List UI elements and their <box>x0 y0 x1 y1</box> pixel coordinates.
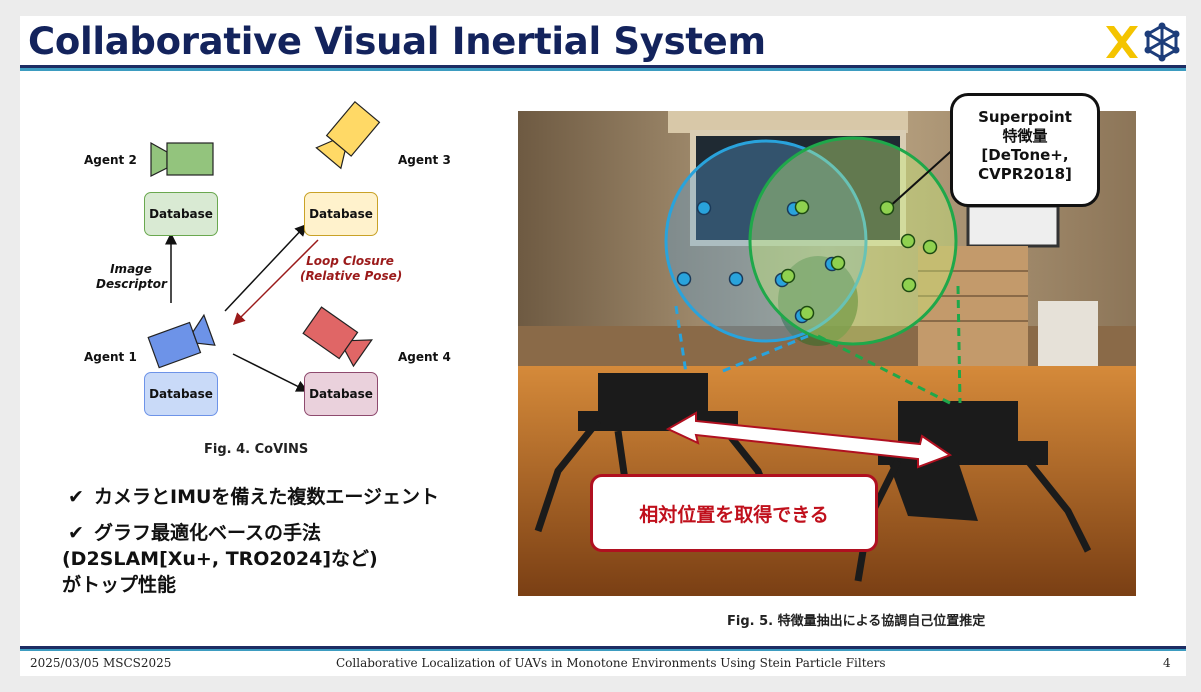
loop-closure-label: Loop Closure (Relative Pose) <box>300 254 403 283</box>
superpoint-callout: Superpoint 特徴量 [DeTone+, CVPR2018] <box>950 93 1100 207</box>
loop-closure-arrow <box>232 239 319 326</box>
agent-2-label: Agent 2 <box>84 153 137 167</box>
checkmark-icon: ✔ <box>68 522 84 544</box>
agent-3-camera-icon <box>315 100 381 170</box>
page-number: 4 <box>1163 656 1171 670</box>
agent1-to-agent3-arrow <box>224 223 308 312</box>
bullet-list: ✔カメラとIMUを備えた複数エージェント ✔グラフ最適化ベースの手法 (D2SL… <box>62 484 440 598</box>
checkmark-icon: ✔ <box>68 486 84 508</box>
footer-divider <box>20 646 1186 649</box>
fig4-caption: Fig. 4. CoVINS <box>204 442 309 457</box>
agent-4-database: Database <box>304 372 378 416</box>
title-divider-accent <box>20 68 1186 71</box>
bullet-item-continuation: がトップ性能 <box>62 574 177 596</box>
agent-4-label: Agent 4 <box>398 350 451 364</box>
relative-position-callout: 相対位置を取得できる <box>590 474 878 552</box>
agent-2-camera-icon <box>150 141 214 177</box>
slide-title: Collaborative Visual Inertial System <box>28 20 766 63</box>
fig5-caption: Fig. 5. 特徴量抽出による協調自己位置推定 <box>727 614 986 629</box>
image-descriptor-label: Image Descriptor <box>96 262 167 291</box>
bullet-item: ✔グラフ最適化ベースの手法 <box>68 522 322 544</box>
slide: Collaborative Visual Inertial System <box>20 16 1186 676</box>
title-divider <box>20 65 1186 68</box>
agent1-to-agent4-arrow <box>232 353 309 392</box>
footer-divider-accent <box>20 649 1186 651</box>
agent-3-database: Database <box>304 192 378 236</box>
agent-2-database: Database <box>144 192 218 236</box>
bullet-item: ✔カメラとIMUを備えた複数エージェント <box>68 486 440 508</box>
footer-paper-title: Collaborative Localization of UAVs in Mo… <box>336 656 886 670</box>
agent-1-camera-icon <box>147 313 216 369</box>
bullet-item-continuation: (D2SLAM[Xu+, TRO2024]など) <box>62 548 378 570</box>
agent-1-label: Agent 1 <box>84 350 137 364</box>
agent-1-database: Database <box>144 372 218 416</box>
footer-date: 2025/03/05 MSCS2025 <box>30 656 172 670</box>
agent-4-camera-icon <box>302 306 373 368</box>
covins-diagram <box>147 100 381 392</box>
agent-3-label: Agent 3 <box>398 153 451 167</box>
lab-logo-icon <box>1106 22 1180 62</box>
